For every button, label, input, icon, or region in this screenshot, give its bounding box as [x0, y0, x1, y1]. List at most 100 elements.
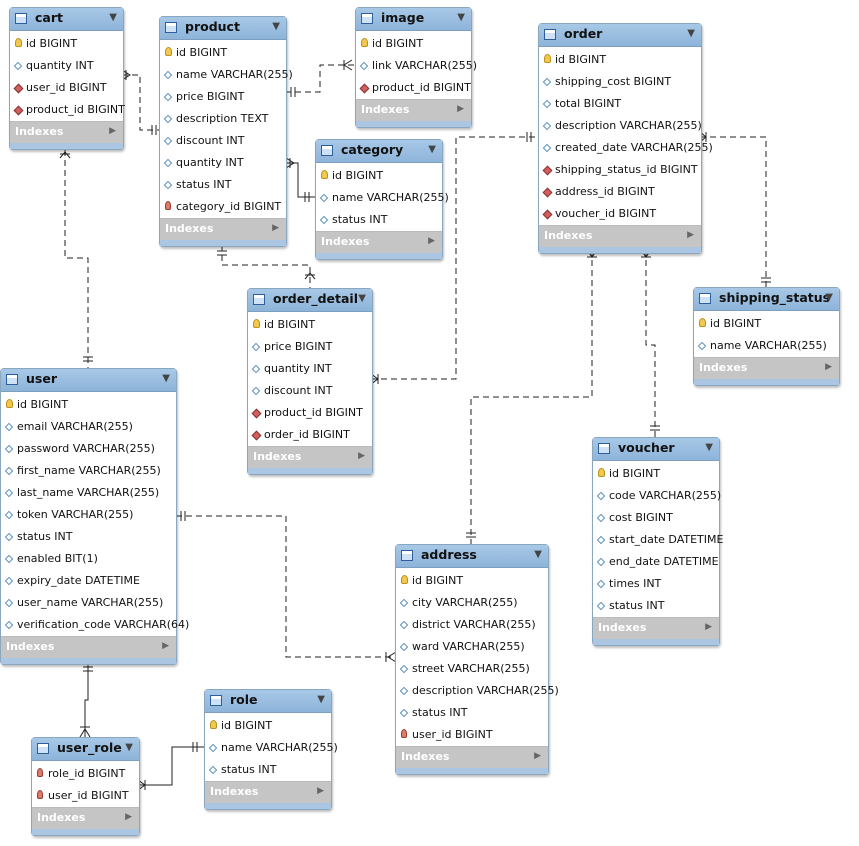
- column-row[interactable]: description VARCHAR(255): [396, 680, 559, 702]
- expand-arrow-icon[interactable]: ▶: [457, 104, 464, 114]
- indexes-section[interactable]: Indexes▶: [396, 746, 548, 768]
- column-row[interactable]: password VARCHAR(255): [1, 438, 176, 460]
- column-row[interactable]: shipping_cost BIGINT: [539, 71, 701, 93]
- column-row[interactable]: email VARCHAR(255): [1, 416, 176, 438]
- collapse-arrow-icon[interactable]: ▼: [317, 694, 325, 705]
- column-row[interactable]: status INT: [593, 595, 719, 617]
- column-row[interactable]: status INT: [316, 209, 442, 231]
- expand-arrow-icon[interactable]: ▶: [687, 230, 694, 240]
- column-row[interactable]: quantity INT: [10, 55, 123, 77]
- table-header[interactable]: voucher▼: [593, 438, 719, 461]
- column-row[interactable]: description VARCHAR(255): [539, 115, 702, 137]
- table-header[interactable]: product▼: [160, 17, 286, 40]
- column-row[interactable]: product_id BIGINT: [248, 402, 372, 424]
- indexes-section[interactable]: Indexes▶: [205, 781, 331, 803]
- collapse-arrow-icon[interactable]: ▼: [162, 373, 170, 384]
- table-header[interactable]: order▼: [539, 24, 701, 47]
- indexes-section[interactable]: Indexes▶: [248, 446, 372, 468]
- indexes-section[interactable]: Indexes▶: [10, 121, 123, 143]
- column-row[interactable]: status INT: [160, 174, 286, 196]
- column-row[interactable]: product_id BIGINT: [356, 77, 471, 99]
- column-row[interactable]: user_id BIGINT: [396, 724, 548, 746]
- column-row[interactable]: expiry_date DATETIME: [1, 570, 176, 592]
- collapse-arrow-icon[interactable]: ▼: [358, 293, 366, 304]
- column-row[interactable]: times INT: [593, 573, 719, 595]
- expand-arrow-icon[interactable]: ▶: [109, 126, 116, 136]
- column-row[interactable]: status INT: [396, 702, 548, 724]
- column-row[interactable]: id BIGINT: [248, 314, 372, 336]
- column-row[interactable]: quantity INT: [160, 152, 286, 174]
- expand-arrow-icon[interactable]: ▶: [317, 786, 324, 796]
- column-row[interactable]: price BIGINT: [248, 336, 372, 358]
- indexes-section[interactable]: Indexes▶: [1, 636, 176, 658]
- column-row[interactable]: user_id BIGINT: [10, 77, 123, 99]
- collapse-arrow-icon[interactable]: ▼: [705, 442, 713, 453]
- column-row[interactable]: id BIGINT: [694, 313, 839, 335]
- column-row[interactable]: id BIGINT: [10, 33, 123, 55]
- column-row[interactable]: link VARCHAR(255): [356, 55, 477, 77]
- column-row[interactable]: code VARCHAR(255): [593, 485, 721, 507]
- table-header[interactable]: user_role▼: [32, 738, 139, 761]
- expand-arrow-icon[interactable]: ▶: [162, 641, 169, 651]
- expand-arrow-icon[interactable]: ▶: [825, 362, 832, 372]
- column-row[interactable]: description TEXT: [160, 108, 286, 130]
- indexes-section[interactable]: Indexes▶: [539, 225, 701, 247]
- table-header[interactable]: order_detail▼: [248, 289, 372, 312]
- indexes-section[interactable]: Indexes▶: [32, 807, 139, 829]
- collapse-arrow-icon[interactable]: ▼: [457, 12, 465, 23]
- expand-arrow-icon[interactable]: ▶: [272, 223, 279, 233]
- column-row[interactable]: status INT: [205, 759, 331, 781]
- column-row[interactable]: verification_code VARCHAR(64): [1, 614, 189, 636]
- column-row[interactable]: street VARCHAR(255): [396, 658, 548, 680]
- column-row[interactable]: product_id BIGINT: [10, 99, 125, 121]
- column-row[interactable]: user_id BIGINT: [32, 785, 139, 807]
- expand-arrow-icon[interactable]: ▶: [428, 236, 435, 246]
- column-row[interactable]: id BIGINT: [316, 165, 442, 187]
- column-row[interactable]: start_date DATETIME: [593, 529, 723, 551]
- column-row[interactable]: category_id BIGINT: [160, 196, 286, 218]
- indexes-section[interactable]: Indexes▶: [316, 231, 442, 253]
- indexes-section[interactable]: Indexes▶: [356, 99, 471, 121]
- column-row[interactable]: voucher_id BIGINT: [539, 203, 701, 225]
- collapse-arrow-icon[interactable]: ▼: [272, 21, 280, 32]
- collapse-arrow-icon[interactable]: ▼: [125, 742, 133, 753]
- column-row[interactable]: id BIGINT: [205, 715, 331, 737]
- column-row[interactable]: district VARCHAR(255): [396, 614, 548, 636]
- collapse-arrow-icon[interactable]: ▼: [687, 28, 695, 39]
- column-row[interactable]: id BIGINT: [160, 42, 286, 64]
- expand-arrow-icon[interactable]: ▶: [358, 451, 365, 461]
- table-header[interactable]: shipping_status▼: [694, 288, 839, 311]
- table-header[interactable]: user▼: [1, 369, 176, 392]
- column-row[interactable]: id BIGINT: [539, 49, 701, 71]
- collapse-arrow-icon[interactable]: ▼: [534, 549, 542, 560]
- column-row[interactable]: token VARCHAR(255): [1, 504, 176, 526]
- column-row[interactable]: discount INT: [248, 380, 372, 402]
- column-row[interactable]: name VARCHAR(255): [160, 64, 293, 86]
- indexes-section[interactable]: Indexes▶: [593, 617, 719, 639]
- table-header[interactable]: role▼: [205, 690, 331, 713]
- collapse-arrow-icon[interactable]: ▼: [825, 292, 833, 303]
- column-row[interactable]: cost BIGINT: [593, 507, 719, 529]
- column-row[interactable]: price BIGINT: [160, 86, 286, 108]
- column-row[interactable]: quantity INT: [248, 358, 372, 380]
- column-row[interactable]: city VARCHAR(255): [396, 592, 548, 614]
- column-row[interactable]: id BIGINT: [1, 394, 176, 416]
- column-row[interactable]: name VARCHAR(255): [316, 187, 449, 209]
- column-row[interactable]: total BIGINT: [539, 93, 701, 115]
- indexes-section[interactable]: Indexes▶: [694, 357, 839, 379]
- column-row[interactable]: order_id BIGINT: [248, 424, 372, 446]
- table-header[interactable]: cart▼: [10, 8, 123, 31]
- column-row[interactable]: id BIGINT: [396, 570, 548, 592]
- collapse-arrow-icon[interactable]: ▼: [109, 12, 117, 23]
- indexes-section[interactable]: Indexes▶: [160, 218, 286, 240]
- column-row[interactable]: status INT: [1, 526, 176, 548]
